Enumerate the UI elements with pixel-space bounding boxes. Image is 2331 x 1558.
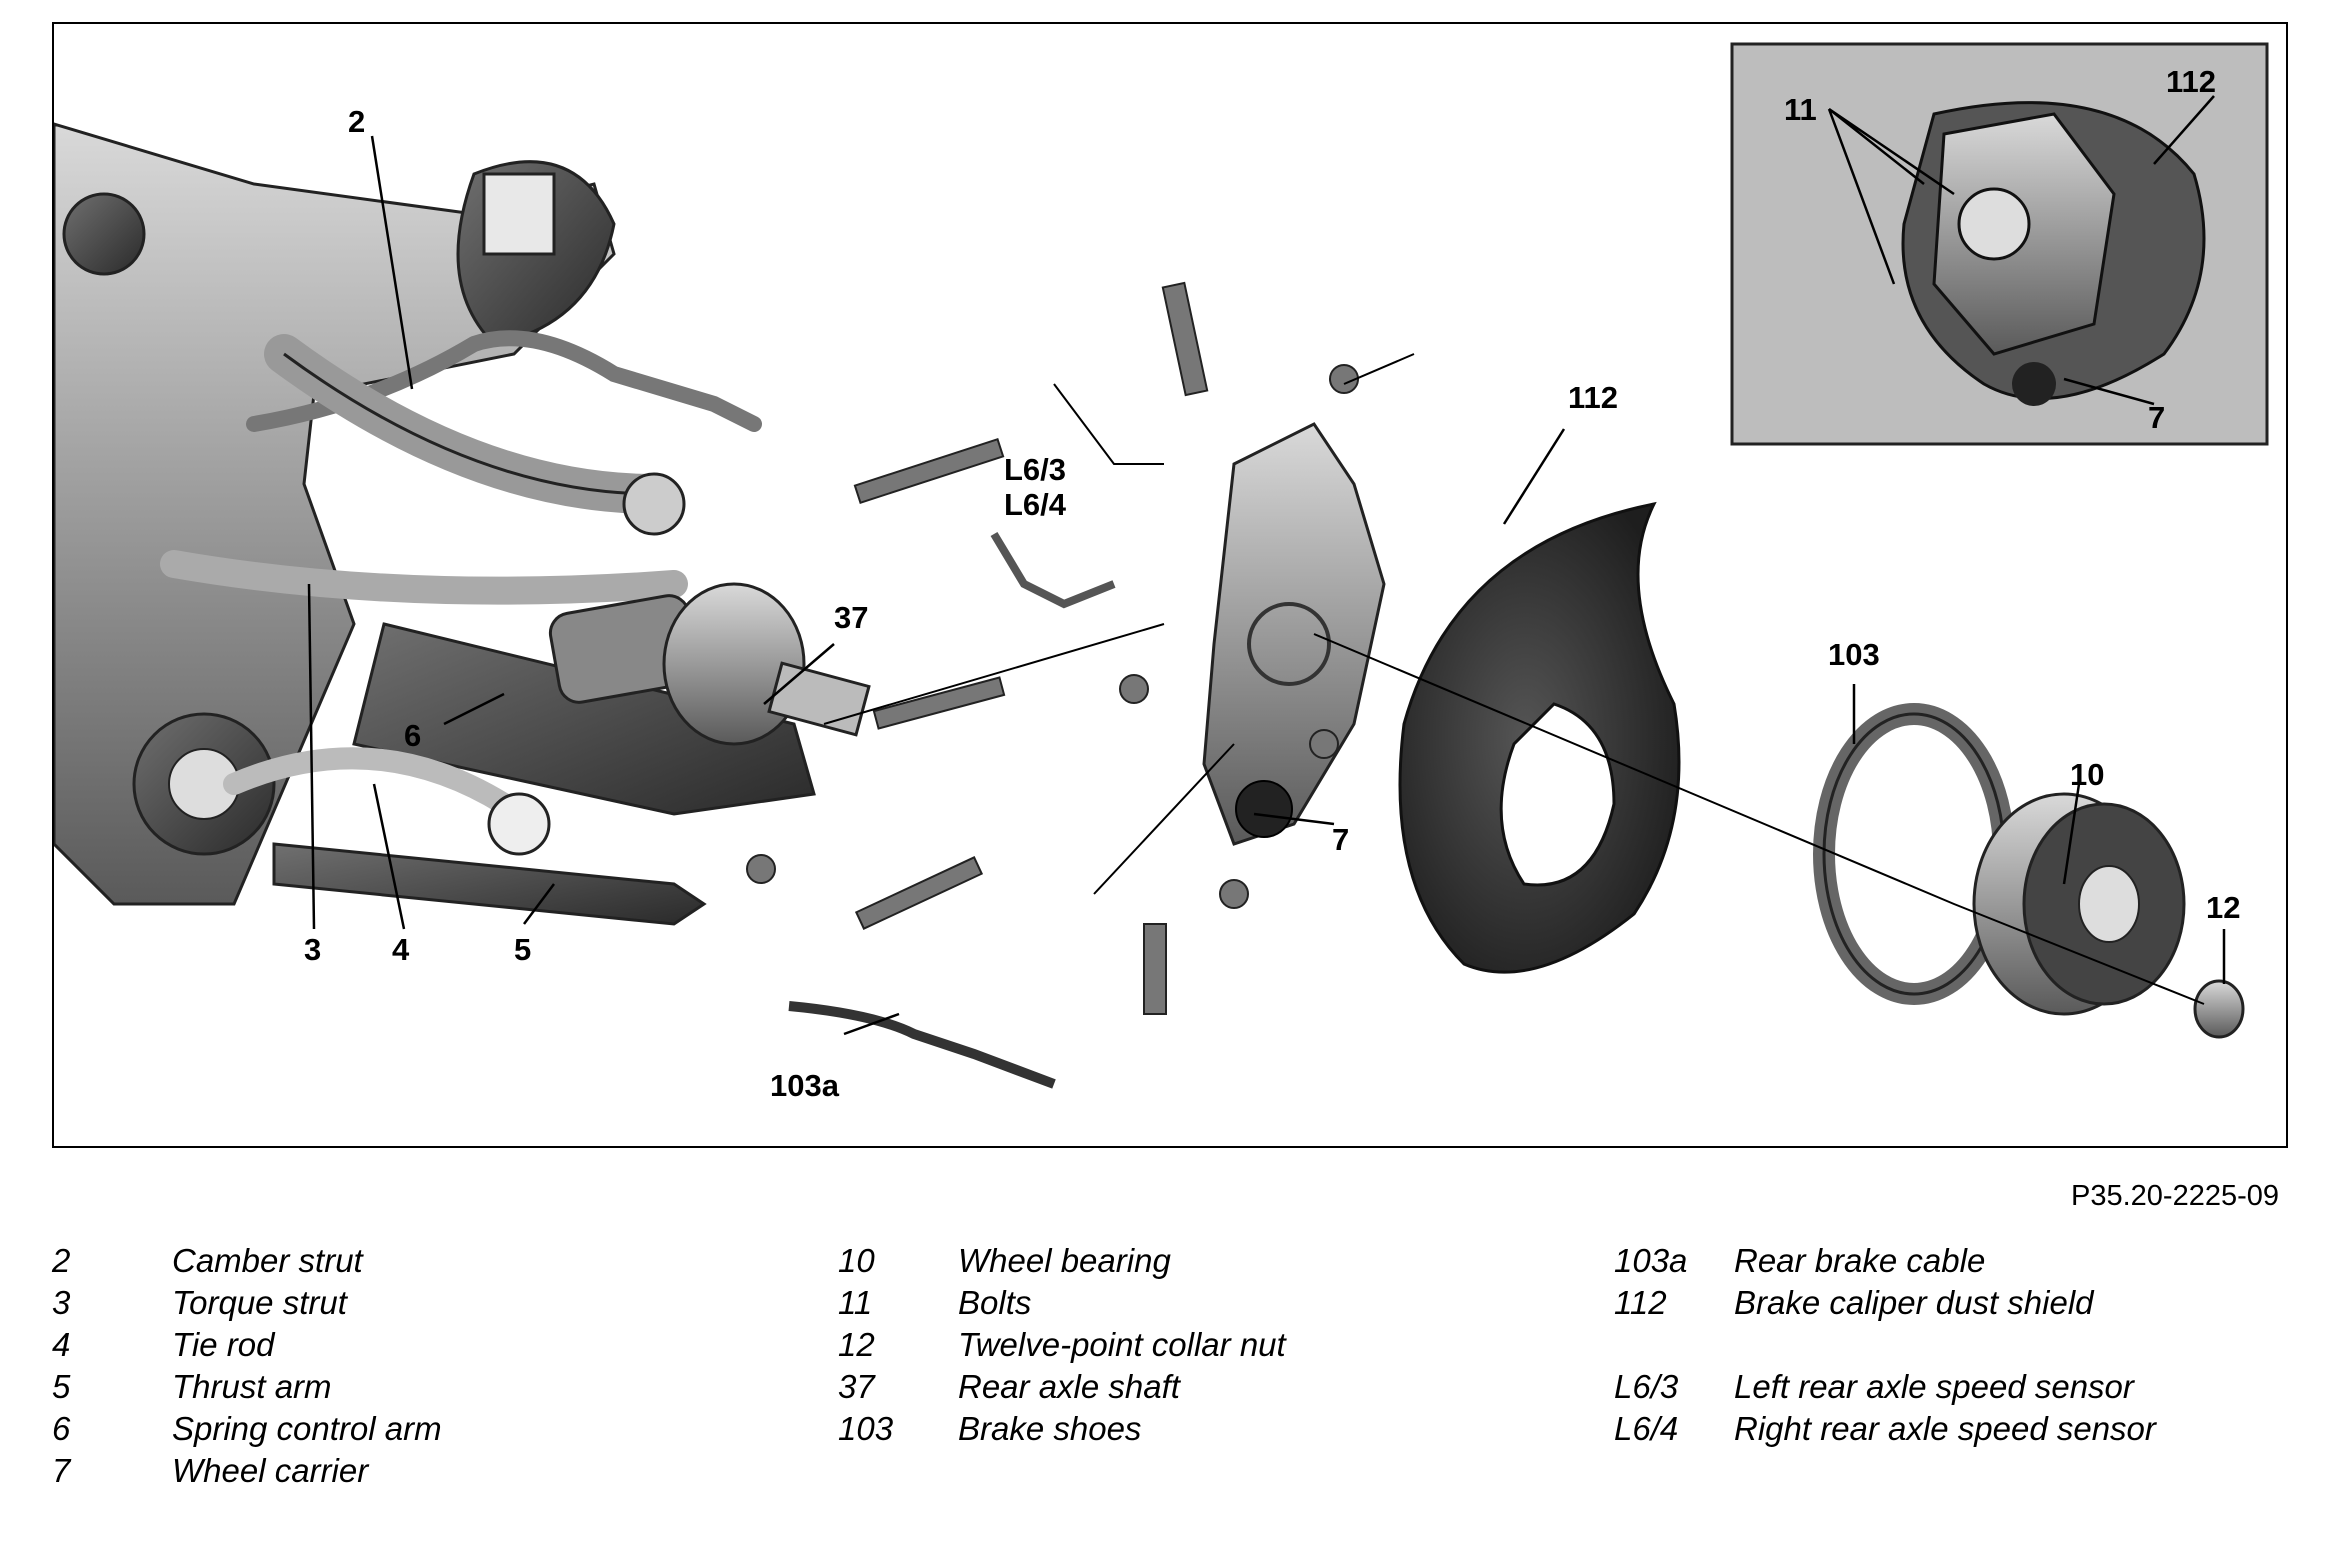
callout-112: 112: [1568, 380, 1619, 415]
legend-number: 7: [52, 1452, 71, 1489]
stabilizer-bar: [246, 330, 762, 432]
legend-label: Wheel carrier: [172, 1452, 369, 1489]
legend-number: 5: [52, 1368, 71, 1405]
legend-number: 11: [838, 1284, 873, 1321]
exploded-view-diagram: 2 3 4 5 6 37 L6/3 L6/4 7 112 103 10 12 1…: [52, 22, 2288, 1148]
legend-label: Camber strut: [172, 1242, 363, 1279]
legend-number: 103a: [1614, 1242, 1688, 1279]
callout-7-inset: 7: [2148, 400, 2166, 435]
legend-column-2: 10 Wheel bearing 11 Bolts 12 Twelve-point c…: [838, 1240, 1286, 1450]
legend-item: L6/4 Right rear axle speed sensor: [1614, 1408, 2156, 1450]
suspension-illustration: [54, 42, 2269, 1089]
callout-37: 37: [834, 600, 869, 635]
legend-column-1: 2 Camber strut 3 Torque strut 4 Tie rod 5 Th…: [52, 1240, 442, 1492]
callout-112-inset: 112: [2166, 64, 2217, 99]
legend-label: Twelve-point collar nut: [958, 1326, 1286, 1363]
callout-2: 2: [348, 104, 366, 139]
legend-number: L6/4: [1614, 1410, 1679, 1447]
assembly-lines: [823, 353, 2205, 1005]
legend-column-3: 103a Rear brake cable 112 Brake caliper du…: [1614, 1240, 2156, 1450]
torque-strut: [160, 550, 688, 605]
callout-103: 103: [1828, 637, 1880, 672]
callout-12: 12: [2206, 890, 2241, 925]
legend-number: L6/3: [1614, 1368, 1679, 1405]
callout-7: 7: [1332, 822, 1350, 857]
legend-label: Thrust arm: [172, 1368, 332, 1405]
camber-strut: [264, 334, 686, 536]
callout-L6-3: L6/3: [1004, 452, 1067, 487]
brake-shoes: [1813, 703, 2015, 1005]
callout-3: 3: [304, 932, 322, 967]
legend-item: 4 Tie rod: [52, 1324, 442, 1366]
callout-L6-4: L6/4: [1004, 487, 1067, 522]
legend-number: 10: [838, 1242, 875, 1279]
legend-number: 103: [838, 1410, 894, 1447]
legend-item: 103 Brake shoes: [838, 1408, 1286, 1450]
legend-item: 103a Rear brake cable: [1614, 1240, 2156, 1282]
legend-label: Torque strut: [172, 1284, 347, 1321]
legend-number: 3: [52, 1284, 71, 1321]
tie-rod: [223, 747, 515, 815]
callout-4: 4: [392, 932, 410, 967]
callout-5: 5: [514, 932, 532, 967]
legend-number: 6: [52, 1410, 71, 1447]
bolts: [746, 281, 1359, 1015]
legend-item: 11 Bolts: [838, 1282, 1286, 1324]
legend-label: Rear brake cable: [1734, 1242, 1986, 1279]
legend-item: 7 Wheel carrier: [52, 1450, 442, 1492]
legend-label: Tie rod: [172, 1326, 275, 1363]
detail-inset: [1730, 42, 2269, 446]
callout-103a: 103a: [770, 1068, 839, 1103]
legend-label: Brake shoes: [958, 1410, 1142, 1447]
rear-axle-shaft: [548, 582, 871, 746]
callout-10: 10: [2070, 757, 2105, 792]
rear-brake-cable: [788, 1001, 1056, 1089]
legend-item: L6/3 Left rear axle speed sensor: [1614, 1366, 2156, 1408]
legend-label: Bolts: [958, 1284, 1032, 1321]
brake-caliper-dust-shield: [1398, 501, 1681, 974]
wheel-carrier: [1202, 422, 1386, 846]
legend-item: 6 Spring control arm: [52, 1408, 442, 1450]
legend-label: Left rear axle speed sensor: [1734, 1368, 2134, 1405]
legend-number: 4: [52, 1326, 71, 1363]
legend-item: 2 Camber strut: [52, 1240, 442, 1282]
wheel-bearing: [1972, 792, 2186, 1016]
legend-item: 112 Brake caliper dust shield: [1614, 1282, 2156, 1324]
legend-label: Right rear axle speed sensor: [1734, 1410, 2156, 1447]
legend-number: 12: [838, 1326, 875, 1363]
legend-label: Spring control arm: [172, 1410, 442, 1447]
figure-reference: P35.20-2225-09: [2071, 1180, 2279, 1212]
legend-item: 37 Rear axle shaft: [838, 1366, 1286, 1408]
thrust-arm: [272, 842, 707, 926]
legend-label: Wheel bearing: [958, 1242, 1171, 1279]
legend-number: 2: [52, 1242, 71, 1279]
speed-sensor: [990, 531, 1116, 609]
callout-11-inset: 11: [1784, 92, 1817, 127]
leader-lines: [307, 135, 2226, 1036]
callout-6: 6: [404, 718, 422, 753]
legend-number: 112: [1614, 1284, 1667, 1321]
subframe: [54, 122, 616, 906]
legend-number: 37: [838, 1368, 875, 1405]
legend-item: 12 Twelve-point collar nut: [838, 1324, 1286, 1366]
legend-item: 5 Thrust arm: [52, 1366, 442, 1408]
legend-item: 10 Wheel bearing: [838, 1240, 1286, 1282]
legend-label: Brake caliper dust shield: [1734, 1284, 2094, 1321]
legend-label: Rear axle shaft: [958, 1368, 1180, 1405]
collar-nut: [2193, 979, 2245, 1039]
legend-item: 3 Torque strut: [52, 1282, 442, 1324]
